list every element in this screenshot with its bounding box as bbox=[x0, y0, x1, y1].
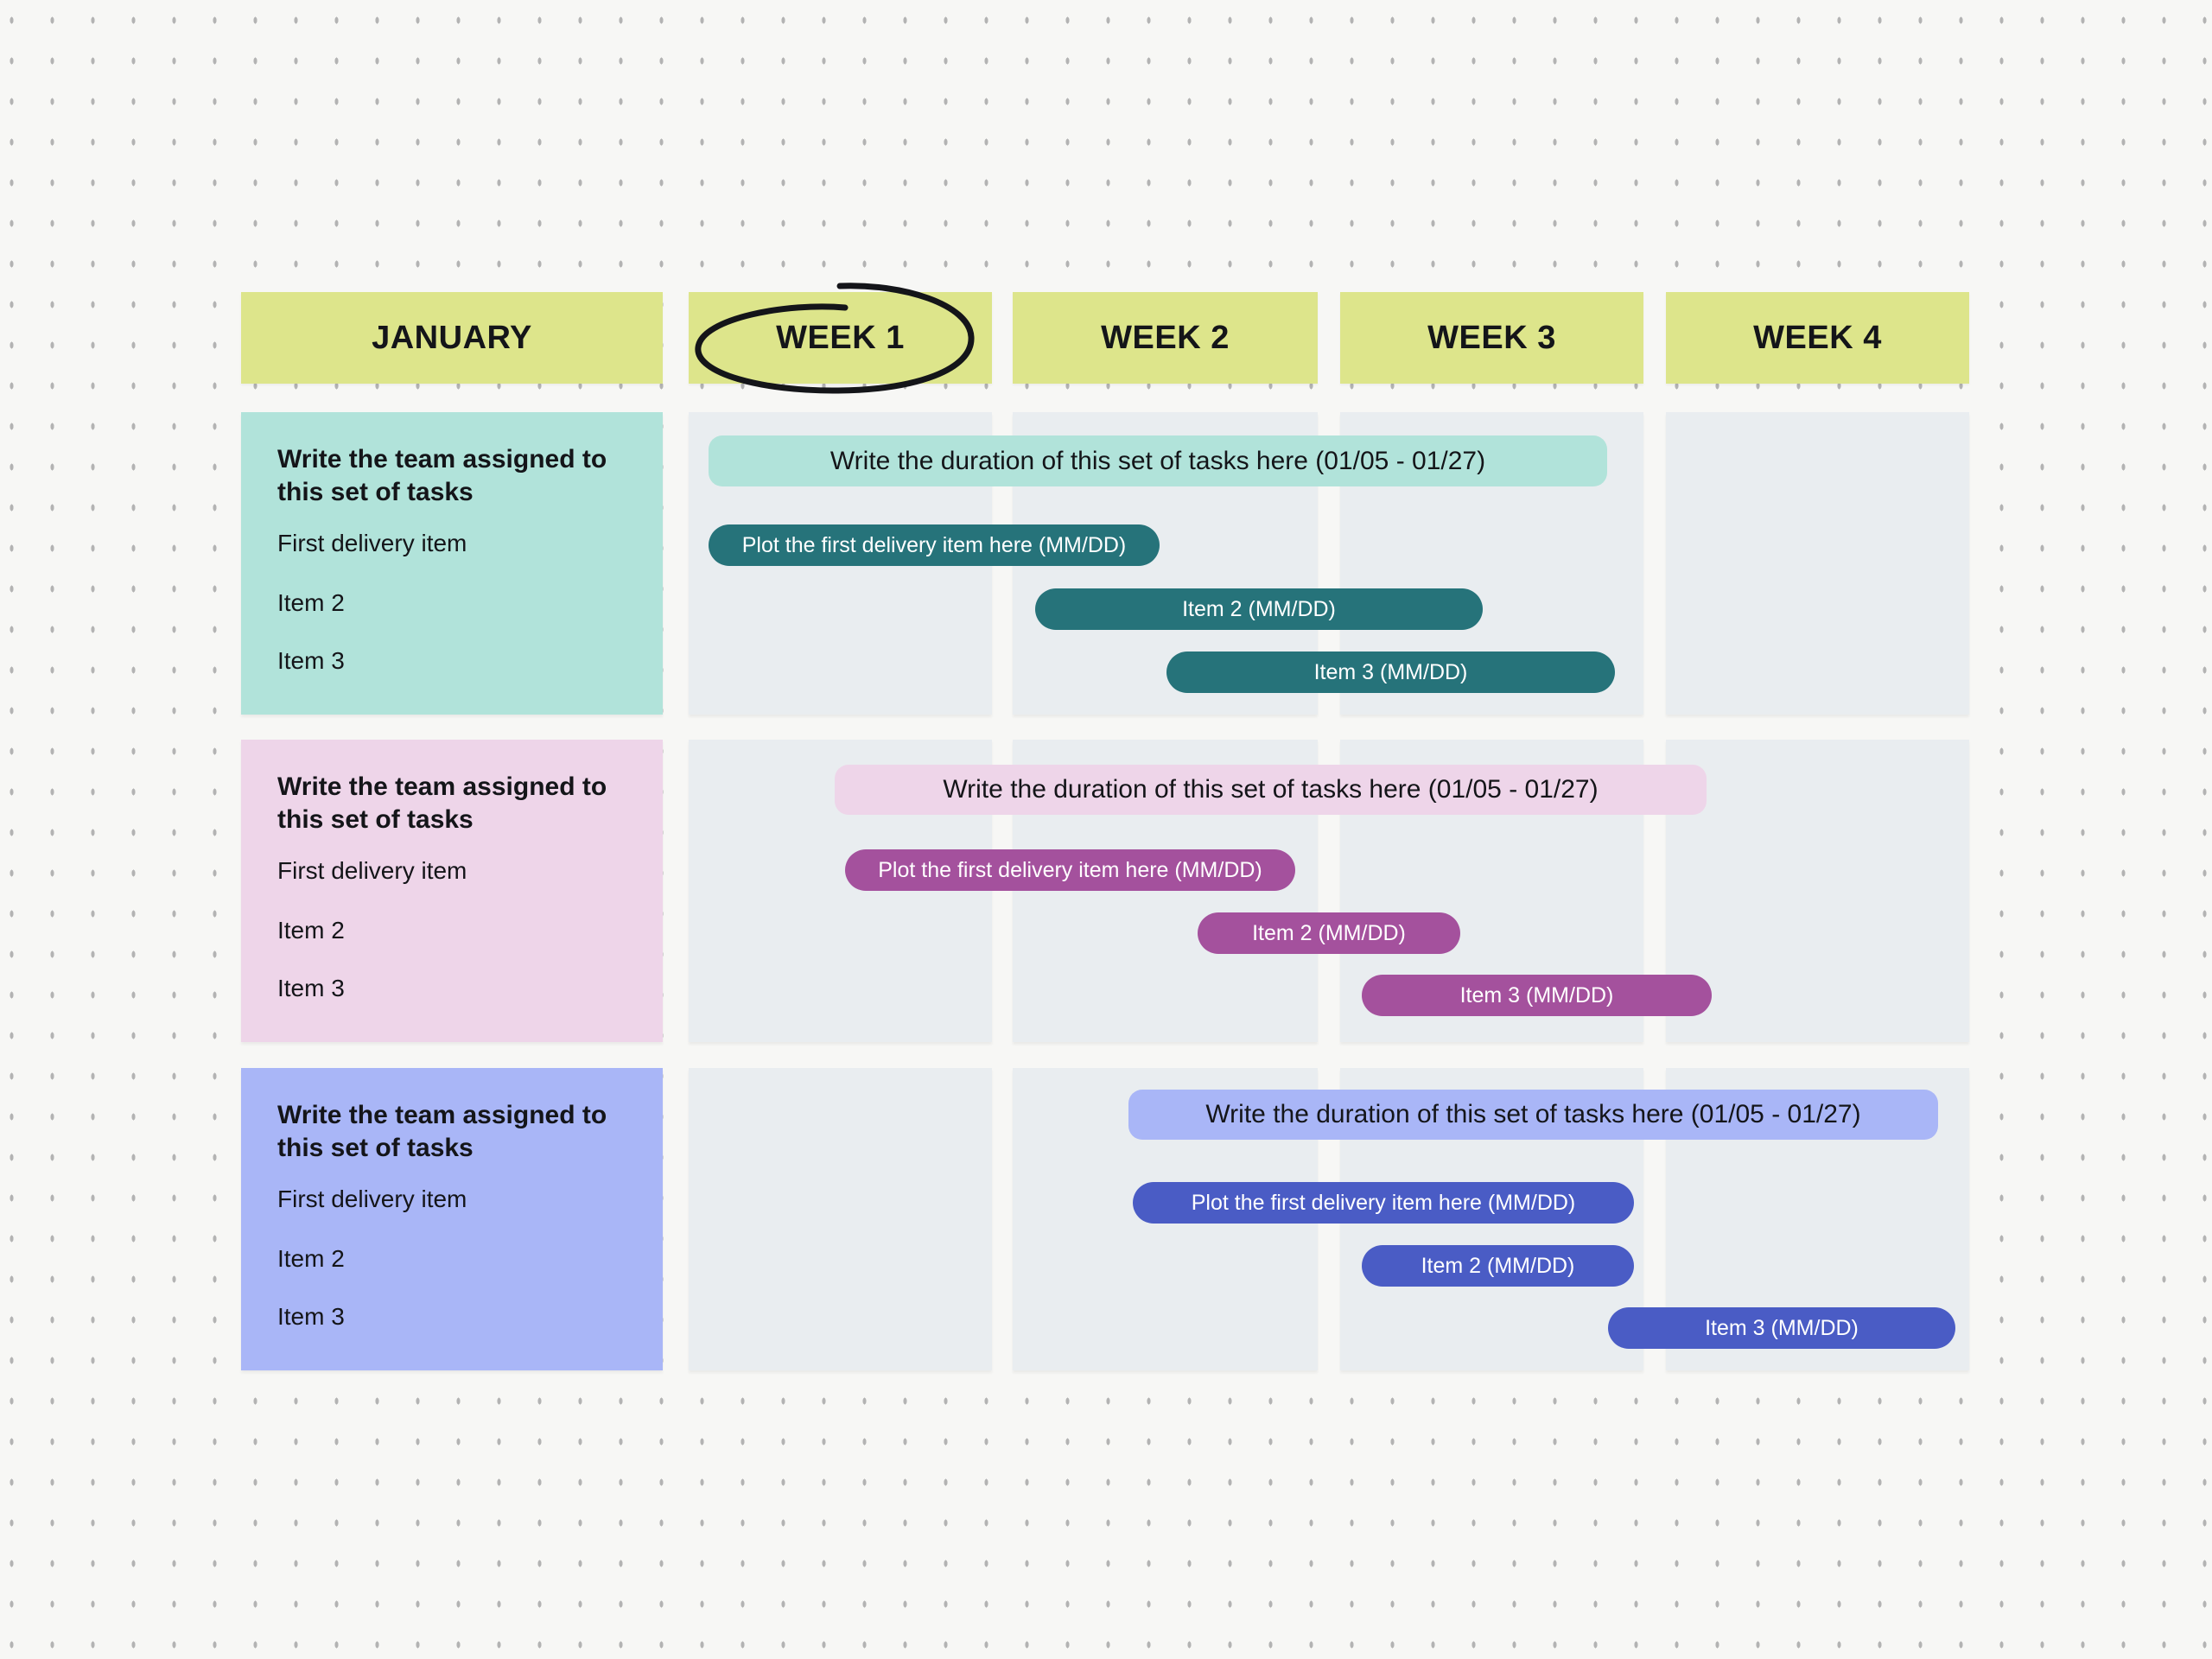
task-bar-blue-2[interactable]: Item 2 (MM/DD) bbox=[1362, 1245, 1634, 1287]
team-card-teal[interactable]: Write the team assigned to this set of t… bbox=[241, 412, 663, 715]
task-bar-pink-3[interactable]: Item 3 (MM/DD) bbox=[1362, 975, 1712, 1016]
team-card-item: Item 3 bbox=[277, 975, 345, 1001]
task-bar-teal-3[interactable]: Item 3 (MM/DD) bbox=[1166, 652, 1615, 693]
team-card-title: Write the team assigned to this set of t… bbox=[277, 1101, 607, 1162]
task-bar-teal-1[interactable]: Plot the first delivery item here (MM/DD… bbox=[709, 524, 1160, 566]
task-bar-blue-3[interactable]: Item 3 (MM/DD) bbox=[1608, 1307, 1955, 1349]
team-card-item: First delivery item bbox=[277, 857, 467, 884]
team-card-title: Write the team assigned to this set of t… bbox=[277, 445, 607, 506]
team-card-item: Item 3 bbox=[277, 647, 345, 674]
header-month-cell[interactable]: JANUARY bbox=[241, 292, 663, 384]
team-card-item: First delivery item bbox=[277, 530, 467, 556]
team-card-item: Item 2 bbox=[277, 589, 345, 616]
team-card-item: Item 2 bbox=[277, 917, 345, 944]
team-card-blue[interactable]: Write the team assigned to this set of t… bbox=[241, 1068, 663, 1370]
team-card-pink[interactable]: Write the team assigned to this set of t… bbox=[241, 740, 663, 1042]
grid-cell-lane3-week1 bbox=[689, 1068, 992, 1370]
grid-cell-lane2-week4 bbox=[1666, 740, 1969, 1042]
team-card-item: Item 3 bbox=[277, 1303, 345, 1330]
grid-cell-lane1-week4 bbox=[1666, 412, 1969, 715]
team-card-item: Item 2 bbox=[277, 1245, 345, 1272]
duration-bar-blue[interactable]: Write the duration of this set of tasks … bbox=[1128, 1090, 1938, 1140]
week1-circle-path bbox=[695, 283, 975, 394]
duration-bar-pink[interactable]: Write the duration of this set of tasks … bbox=[835, 765, 1707, 815]
task-bar-pink-1[interactable]: Plot the first delivery item here (MM/DD… bbox=[845, 849, 1295, 891]
task-bar-pink-2[interactable]: Item 2 (MM/DD) bbox=[1198, 912, 1460, 954]
header-week-cell-3[interactable]: WEEK 3 bbox=[1340, 292, 1643, 384]
team-card-title: Write the team assigned to this set of t… bbox=[277, 772, 607, 834]
week1-circle-annotation[interactable] bbox=[676, 275, 1000, 396]
header-week-cell-4[interactable]: WEEK 4 bbox=[1666, 292, 1969, 384]
task-bar-blue-1[interactable]: Plot the first delivery item here (MM/DD… bbox=[1133, 1182, 1634, 1224]
team-card-item: First delivery item bbox=[277, 1185, 467, 1212]
task-bar-teal-2[interactable]: Item 2 (MM/DD) bbox=[1035, 588, 1483, 630]
header-week-cell-2[interactable]: WEEK 2 bbox=[1013, 292, 1318, 384]
duration-bar-teal[interactable]: Write the duration of this set of tasks … bbox=[709, 435, 1607, 486]
